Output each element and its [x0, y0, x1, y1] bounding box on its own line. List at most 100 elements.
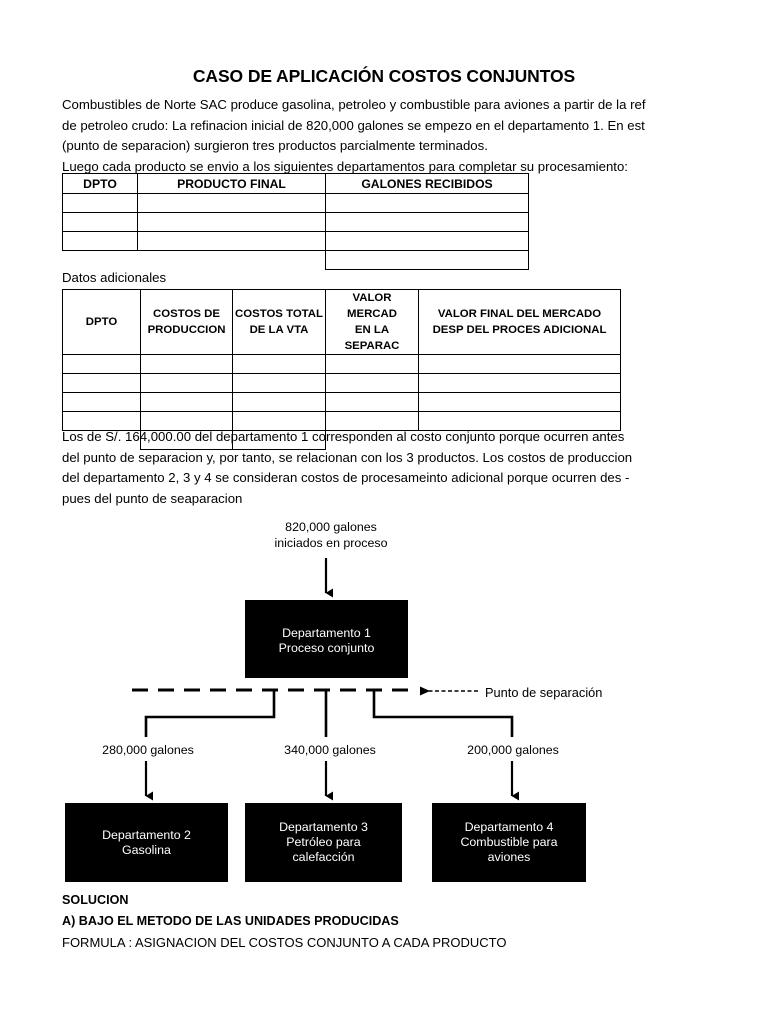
header-line-1: COSTOS TOTAL [235, 308, 323, 320]
header-line-1: VALOR MERCAD [347, 292, 397, 320]
flow-box-dep1-line-2: Proceso conjunto [278, 641, 375, 655]
flow-box-departamento-3[interactable]: Departamento 3 Petróleo para calefacción [245, 803, 402, 882]
table-row [62, 212, 529, 232]
intro-line-3: (punto de separacion) surgieron tres pro… [62, 138, 488, 153]
cell-dpto[interactable] [62, 373, 141, 393]
cell-costos-produccion[interactable] [140, 373, 233, 393]
explanation-line-4: pues del punto de seaparacion [62, 490, 243, 506]
cell-valor-mercado-separacion[interactable] [325, 392, 419, 412]
header-line-2: PRODUCCION [147, 324, 226, 336]
cell-dpto[interactable] [62, 231, 138, 251]
table-row-partial [63, 250, 529, 270]
table-row [62, 193, 529, 213]
flow-box-dep1-line-1: Departamento 1 [282, 626, 371, 640]
table-row [62, 411, 621, 431]
cell-galones-recibidos[interactable] [325, 231, 529, 251]
cell-costos-total-vta[interactable] [232, 392, 326, 412]
flow-box-dep3-line-2: Petróleo para [286, 835, 361, 849]
cell-valor-final-mercado[interactable] [418, 411, 621, 431]
flow-box-dep2-text: Departamento 2 Gasolina [98, 828, 195, 858]
label-datos-adicionales: Datos adicionales [62, 270, 167, 285]
cell-dpto[interactable] [62, 193, 138, 213]
header-line-2: DE LA VTA [249, 324, 309, 336]
flow-box-departamento-2[interactable]: Departamento 2 Gasolina [65, 803, 228, 882]
flow-box-dep3-line-3: calefacción [292, 850, 355, 864]
process-flow-diagram: 820,000 galones iniciados en proceso Dep… [0, 505, 768, 895]
flow-label-gallons-280: 280,000 galones [102, 743, 194, 757]
cell-galones-recibidos[interactable] [325, 212, 529, 232]
solution-method: A) BAJO EL METODO DE LAS UNIDADES PRODUC… [62, 914, 399, 928]
solution-section: SOLUCION A) BAJO EL METODO DE LAS UNIDAD… [62, 890, 662, 953]
cell-valor-final-mercado[interactable] [418, 354, 621, 374]
column-header-valor-mercado-separacion: VALOR MERCAD EN LA SEPARAC [325, 289, 419, 355]
flow-box-dep3-text: Departamento 3 Petróleo para calefacción [275, 820, 372, 865]
page-title: CASO DE APLICACIÓN COSTOS CONJUNTOS [192, 66, 576, 86]
column-header-dpto: DPTO [62, 289, 141, 355]
flow-box-departamento-4[interactable]: Departamento 4 Combustible para aviones [432, 803, 586, 882]
column-header-costos-produccion: COSTOS DE PRODUCCION [140, 289, 233, 355]
table-row [62, 231, 529, 251]
header-line-1: COSTOS DE [153, 308, 220, 320]
column-header-valor-final-mercado: VALOR FINAL DEL MERCADO DESP DEL PROCES … [418, 289, 621, 355]
header-line-1: VALOR FINAL DEL MERCADO [437, 308, 602, 320]
cell-costos-produccion[interactable] [140, 354, 233, 374]
table-row [62, 354, 621, 374]
cell-producto-final[interactable] [137, 193, 326, 213]
cell-costos-total-vta[interactable] [232, 354, 326, 374]
table-datos-adicionales: DPTO COSTOS DE PRODUCCION COSTOS TOTAL D… [62, 289, 621, 450]
cell-producto-final[interactable] [137, 231, 326, 251]
table-row-partial [63, 430, 621, 450]
explanation-paragraph: Los de S/. 164,000.00 del departamento 1… [62, 427, 632, 509]
cell-valor-final-mercado[interactable] [418, 373, 621, 393]
cell-dpto[interactable] [62, 354, 141, 374]
cell-dpto[interactable] [62, 212, 138, 232]
flow-label-gallons-340: 340,000 galones [284, 743, 376, 757]
flow-label-input-line-2: iniciados en proceso [274, 536, 388, 550]
explanation-line-2: del punto de separacion y, por tanto, se… [62, 449, 633, 465]
flow-label-punto-separacion: Punto de separación [485, 685, 603, 700]
cell-producto-final[interactable] [137, 212, 326, 232]
branch-connector-left [144, 691, 276, 737]
cell-costos-total-vta[interactable] [232, 373, 326, 393]
flow-box-dep4-line-3: aviones [487, 850, 531, 864]
cell-galones-recibidos[interactable] [325, 193, 529, 213]
flow-label-gallons-200: 200,000 galones [467, 743, 559, 757]
header-line-1: DPTO [85, 316, 118, 328]
cell-dpto[interactable] [62, 392, 141, 412]
cell-spacer [63, 251, 138, 270]
table-galones-recibidos: DPTO PRODUCTO FINAL GALONES RECIBIDOS [62, 173, 529, 270]
header-line-2: DESP DEL PROCES ADICIONAL [432, 324, 607, 336]
column-header-galones-recibidos: GALONES RECIBIDOS [325, 173, 529, 194]
flow-box-dep4-line-2: Combustible para [460, 835, 558, 849]
table-header-row: DPTO COSTOS DE PRODUCCION COSTOS TOTAL D… [62, 289, 621, 355]
cell-valor-final-mercado[interactable] [418, 392, 621, 412]
cell-galones-recibidos-total[interactable] [325, 250, 529, 270]
cell-costos-total-vta-total[interactable] [232, 430, 326, 450]
solution-heading: SOLUCION [62, 893, 129, 907]
flow-box-dep3-line-1: Departamento 3 [279, 820, 368, 834]
table-row [62, 392, 621, 412]
cell-costos-produccion[interactable] [140, 392, 233, 412]
flow-box-dep1-text: Departamento 1 Proceso conjunto [275, 626, 379, 656]
table-header-row: DPTO PRODUCTO FINAL GALONES RECIBIDOS [62, 173, 529, 194]
intro-paragraph: Combustibles de Norte SAC produce gasoli… [62, 95, 646, 177]
flow-box-dep2-line-1: Departamento 2 [102, 827, 191, 842]
column-header-costos-total-vta: COSTOS TOTAL DE LA VTA [232, 289, 326, 355]
header-line-2: EN LA SEPARAC [344, 324, 400, 352]
intro-line-4: Luego cada producto se envio a los sigui… [62, 158, 628, 174]
flow-box-dep2-line-2: Gasolina [122, 842, 171, 857]
flow-box-departamento-1[interactable]: Departamento 1 Proceso conjunto [245, 600, 408, 678]
flow-label-input-line-1: 820,000 galones [285, 520, 377, 534]
flow-label-input-gallons: 820,000 galones iniciados en proceso [256, 519, 406, 551]
intro-line-2: de petroleo crudo: La refinacion inicial… [62, 117, 645, 133]
flow-connectors-svg [132, 558, 519, 801]
branch-connector-right [372, 691, 514, 737]
explanation-line-3: del departamento 2, 3 y 4 se consideran … [62, 470, 630, 485]
cell-valor-mercado-separacion[interactable] [325, 373, 419, 393]
column-header-dpto: DPTO [62, 173, 138, 194]
cell-valor-mercado-separacion[interactable] [325, 354, 419, 374]
flow-box-dep4-line-1: Departamento 4 [464, 820, 554, 834]
intro-line-1: Combustibles de Norte SAC produce gasoli… [62, 97, 646, 112]
explanation-line-1: Los de S/. 164,000.00 del departamento 1… [62, 429, 625, 444]
